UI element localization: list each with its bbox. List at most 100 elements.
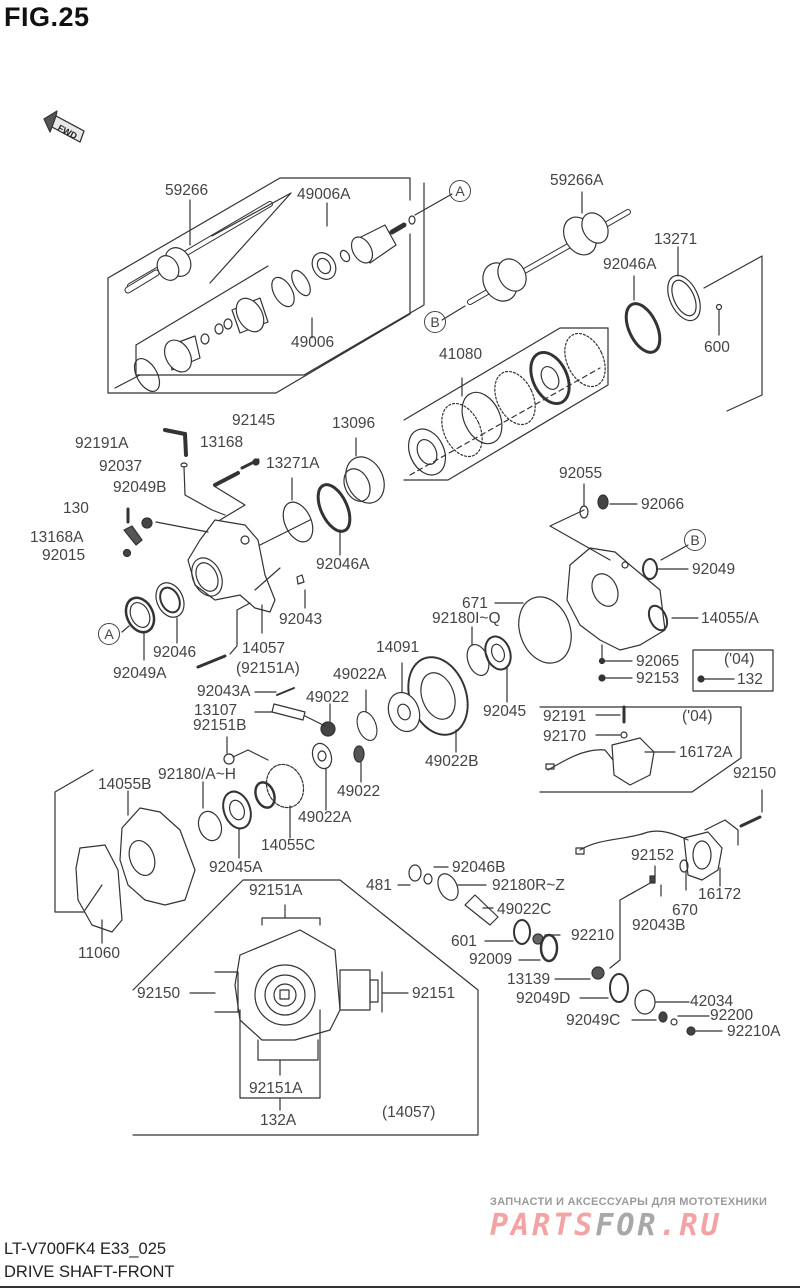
callout-label[interactable]: 49022B (425, 753, 479, 770)
callout-label[interactable]: 41080 (439, 346, 483, 363)
callout-label[interactable]: 92210 (571, 927, 615, 944)
callout-label[interactable]: 92043 (279, 611, 323, 628)
callout-label[interactable]: 92046A (316, 556, 370, 573)
callout-label[interactable]: 130 (63, 500, 89, 517)
callout-label[interactable]: 49006 (291, 334, 335, 351)
callout-label[interactable]: 16172A (679, 744, 733, 761)
callout-label[interactable]: 92210A (727, 1023, 781, 1040)
left-driveshaft-group (107, 177, 453, 394)
callout-label[interactable]: 14055B (98, 776, 152, 793)
callout-label[interactable]: 92049B (113, 479, 167, 496)
callout-label[interactable]: 92046B (452, 859, 506, 876)
callout-label[interactable]: 92191A (75, 435, 129, 452)
callout-label[interactable]: 13168 (200, 434, 244, 451)
clutch-pack-41080-group (403, 327, 609, 481)
bolt-92151B-part (223, 736, 269, 765)
callout-label[interactable]: 92045A (209, 859, 263, 876)
callout-label[interactable]: 92200 (710, 1007, 754, 1024)
callout-label[interactable]: 92180I~Q (432, 610, 501, 627)
ref-marker-b: B (424, 311, 446, 333)
callout-label[interactable]: 13168A (30, 529, 84, 546)
callout-label[interactable]: 11060 (78, 945, 120, 962)
watermark-logo-part: PARTS (490, 1208, 596, 1243)
callout-label[interactable]: (92151A) (236, 660, 300, 677)
callout-label[interactable]: 92045 (483, 703, 527, 720)
callout-label[interactable]: 92150 (137, 985, 181, 1002)
callout-label[interactable]: 49022A (298, 809, 352, 826)
callout-label[interactable]: 14057 (242, 640, 286, 657)
ref-marker-a: A (449, 180, 471, 202)
callout-label[interactable]: 92151 (412, 985, 456, 1002)
callout-label[interactable]: 92043A (197, 683, 251, 700)
callout-label[interactable]: 601 (451, 933, 477, 950)
callout-label[interactable]: 481 (366, 877, 392, 894)
small-parts-left (122, 428, 306, 669)
callout-label[interactable]: 92151A (249, 1080, 303, 1097)
callout-label[interactable]: 92151B (193, 717, 247, 734)
callout-label[interactable]: 92055 (559, 465, 603, 482)
callout-label[interactable]: 49006A (297, 186, 351, 203)
callout-label[interactable]: 42034 (690, 993, 734, 1010)
callout-label[interactable]: 92015 (42, 547, 86, 564)
callout-label[interactable]: 92049A (113, 665, 167, 682)
boot-49006-parts (214, 269, 311, 335)
callout-label[interactable]: 92043B (632, 917, 686, 934)
assembly-14057-group (132, 879, 479, 1136)
callout-label[interactable]: 13271 (654, 231, 698, 248)
watermark-logo-part: FOR (595, 1208, 659, 1243)
plate-13271-part (667, 246, 701, 322)
fwd-arrow-icon: FWD (43, 110, 85, 143)
callout-label[interactable]: 92180/A~H (158, 766, 236, 783)
callout-label[interactable]: 49022A (333, 666, 387, 683)
watermark-logo: PARTSFOR.RU (490, 1208, 722, 1243)
callout-label[interactable]: 49022 (337, 783, 381, 800)
callout-label[interactable]: 92065 (636, 653, 680, 670)
callout-label[interactable]: 132A (260, 1112, 297, 1129)
callout-label[interactable]: (14057) (382, 1104, 436, 1121)
callout-label[interactable]: 92170 (543, 728, 587, 745)
callout-label[interactable]: 14055C (261, 837, 316, 854)
fitting-92152-part (609, 865, 662, 969)
hub-14055C-part (254, 763, 305, 839)
callout-label[interactable]: 671 (462, 595, 488, 612)
bottom-divider (0, 1286, 800, 1288)
callout-label[interactable]: 16172 (698, 886, 742, 903)
bearing-92045-part (484, 635, 512, 703)
callout-label[interactable]: 92049D (516, 990, 571, 1007)
callout-label[interactable]: 13096 (332, 415, 376, 432)
callout-label[interactable]: 13271A (266, 455, 320, 472)
ring-92046A-top-part (624, 275, 662, 354)
gear-49022A-top-part (356, 689, 378, 742)
callout-label[interactable]: 92009 (469, 951, 513, 968)
callout-label[interactable]: 92150 (733, 765, 777, 782)
callout-label[interactable]: 92152 (631, 847, 675, 864)
callout-label[interactable]: 132 (737, 671, 763, 688)
callout-label[interactable]: 92046A (603, 256, 657, 273)
callout-label[interactable]: 92151A (249, 882, 303, 899)
callout-label[interactable]: 92049C (566, 1012, 621, 1029)
callout-label[interactable]: 59266 (165, 182, 209, 199)
callout-label[interactable]: 14055/A (701, 610, 759, 627)
callout-label[interactable]: 49022 (306, 689, 350, 706)
housing-14055A-part (549, 509, 699, 651)
oring-671-part (494, 596, 572, 664)
callout-label[interactable]: 670 (672, 902, 698, 919)
callout-label[interactable]: 13139 (507, 971, 551, 988)
seal-92049A-part (121, 596, 156, 661)
callout-label[interactable]: 92180R~Z (492, 877, 565, 894)
callout-label[interactable]: 92145 (232, 412, 276, 429)
callout-label[interactable]: 92153 (636, 670, 680, 687)
callout-label[interactable]: 600 (704, 339, 730, 356)
callout-label[interactable]: 92049 (692, 561, 736, 578)
pin-600-part (715, 303, 723, 336)
figure-title: FIG.25 (4, 2, 90, 32)
callout-label[interactable]: 14091 (376, 639, 420, 656)
callout-label[interactable]: 13107 (194, 702, 238, 719)
callout-label[interactable]: 59266A (550, 172, 604, 189)
callout-label[interactable]: 92046 (153, 644, 197, 661)
callout-label[interactable]: 92191 (543, 708, 587, 725)
callout-label[interactable]: 49022C (497, 901, 552, 918)
callout-label[interactable]: 92066 (641, 496, 685, 513)
gear-49022-a-part (320, 703, 336, 737)
callout-label[interactable]: 92037 (99, 458, 143, 475)
